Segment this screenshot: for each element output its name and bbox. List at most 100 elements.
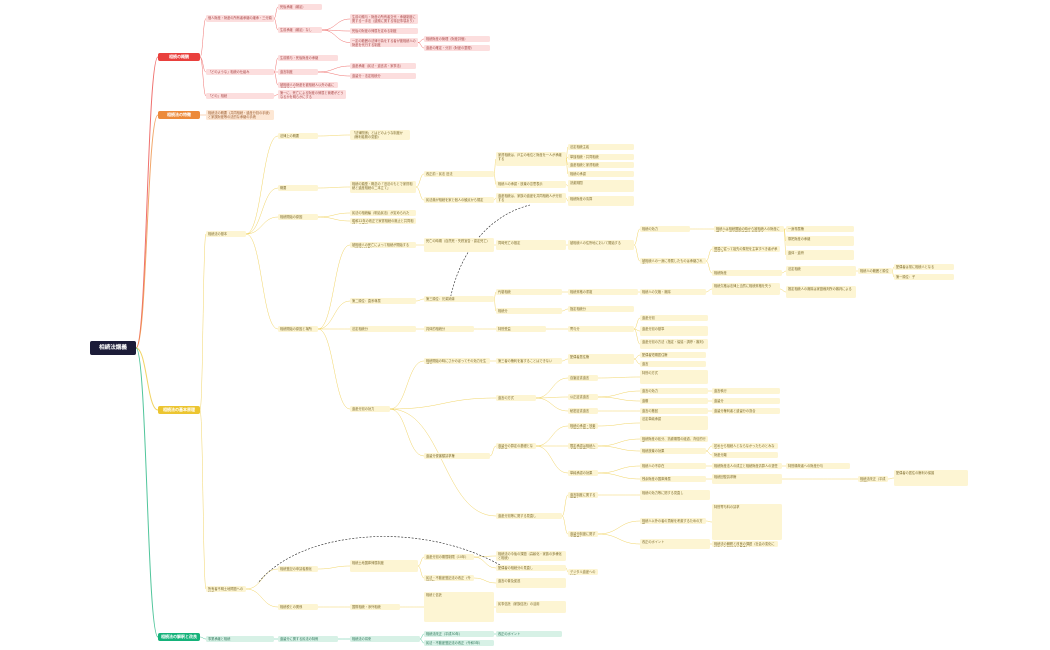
topic-node[interactable]: 相続開始の時にさかのぼってその効力を生ずる bbox=[424, 358, 490, 364]
topic-node[interactable]: 遺産分割の効力 bbox=[350, 406, 390, 412]
topic-node[interactable]: 初めから相続人とならなかったものとみなされる bbox=[712, 443, 778, 449]
topic-node[interactable]: 遺言制度に関する見直し bbox=[568, 492, 598, 498]
topic-node[interactable]: 遺留分侵害額請求権 bbox=[424, 453, 490, 459]
topic-node[interactable]: 第一に、死亡による財産の帰属と管理がどうなるかを明らかにする bbox=[278, 90, 346, 99]
topic-node[interactable]: 法定相続主義 bbox=[568, 144, 634, 150]
topic-node[interactable]: 昭和22年の改正で家督相続の廃止と共同相続への移行 bbox=[350, 218, 416, 224]
topic-node[interactable]: 相続の類型・概念の「旧法のもとで家督相続と遺産相続の二本立て」 bbox=[350, 181, 416, 193]
topic-node[interactable]: 相続財産の処分、熟慮期間の経過、背信的行為 bbox=[640, 436, 708, 442]
topic-node[interactable]: 相続登記の申請義務化 bbox=[278, 566, 318, 572]
topic-node[interactable]: 相続開始の原因 bbox=[278, 214, 318, 220]
topic-node[interactable]: 遺言制度 bbox=[278, 69, 318, 75]
topic-node[interactable]: 遺贈 bbox=[640, 398, 708, 404]
topic-node[interactable]: 遺留分・法定相続分 bbox=[350, 73, 416, 79]
topic-node[interactable]: 概要 bbox=[278, 185, 318, 191]
topic-node[interactable]: 公正証書遺言 bbox=[568, 394, 598, 400]
topic-node[interactable]: 自筆証書遺言 bbox=[568, 375, 598, 381]
topic-node[interactable]: 改正のポイント bbox=[496, 631, 562, 637]
topic-node[interactable]: 相続人の欠格・廃除 bbox=[640, 289, 706, 295]
topic-node[interactable]: 個人財産・財産の所有者承継の継承・三分類 bbox=[206, 15, 274, 22]
topic-node[interactable]: デジタル遺産への対応 bbox=[568, 569, 598, 575]
topic-node[interactable]: 配偶者は常に相続人となる bbox=[894, 264, 954, 270]
topic-node[interactable]: 第三者の権利を害することはできない bbox=[496, 358, 562, 364]
topic-node[interactable]: 家督相続は、戸主の地位と財産を一人が承継する bbox=[496, 152, 566, 166]
topic-node[interactable]: 祭祀財産の承継 bbox=[786, 236, 854, 246]
topic-node[interactable]: 遺留分制度に関する見直し bbox=[568, 531, 598, 537]
topic-node[interactable]: 相続開始の原因と場所 bbox=[278, 326, 318, 332]
topic-node[interactable]: 遺言の普及促進 bbox=[496, 578, 566, 588]
topic-node[interactable]: 相続人の承認・放棄の意思表示 bbox=[496, 181, 566, 188]
topic-node[interactable]: 法律上の概要 bbox=[278, 133, 318, 139]
topic-node[interactable]: 相続の承認 bbox=[568, 171, 634, 177]
topic-node[interactable]: 相続欠格は法律上当然に相続資格を失う bbox=[712, 283, 780, 295]
topic-node[interactable]: 第三順位：兄弟姉妹 bbox=[424, 296, 494, 302]
topic-node[interactable]: 遺産分割の方法（指定・協議・調停・審判） bbox=[640, 339, 708, 349]
topic-node[interactable]: 所有者不明土地問題への対応 bbox=[206, 586, 246, 592]
topic-node[interactable]: 被相続人の死亡によって相続が開始する（民法882条） bbox=[350, 242, 416, 248]
topic-node[interactable]: 指定相続分 bbox=[568, 306, 634, 312]
topic-node[interactable]: 被相続人の一身に専属したものは承継されない bbox=[640, 258, 706, 264]
topic-node[interactable]: 特別の方式 bbox=[640, 370, 708, 384]
topic-node[interactable]: 相続財産の清算 bbox=[568, 196, 634, 206]
topic-node[interactable]: 相続法の基本 bbox=[206, 231, 246, 237]
topic-node[interactable]: 相続税との関係 bbox=[278, 604, 318, 610]
topic-node[interactable]: 具体的相続分 bbox=[424, 326, 474, 332]
topic-node[interactable]: 秘密証書遺言 bbox=[568, 408, 598, 414]
topic-node[interactable]: 相続放棄の効果 bbox=[640, 448, 706, 454]
topic-node[interactable]: 相続の効力 bbox=[640, 226, 690, 232]
topic-node[interactable]: 生前の贈与・財産の所有者交代・承継制度に関する一手法（遺贈に関する特記事項あり） bbox=[350, 14, 418, 24]
topic-node[interactable]: 民法・不動産登記法の改正（令和3年） bbox=[424, 640, 494, 646]
topic-node[interactable]: 法定相続 bbox=[786, 266, 856, 276]
branch-node-b4[interactable]: 相続法の解釈と改良 bbox=[158, 633, 200, 641]
branch-node-b2[interactable]: 相続法の特徴 bbox=[158, 111, 200, 119]
topic-node[interactable]: 相続財産法人の成立と相続財産清算人の選任 bbox=[712, 463, 782, 469]
topic-node[interactable]: 第一順位：子 bbox=[894, 274, 954, 280]
topic-node[interactable]: 寄与分 bbox=[568, 326, 634, 332]
topic-node[interactable]: 遺体・遺骨 bbox=[786, 250, 854, 260]
topic-node[interactable]: 「法律関係」とはどのような制度か（権利義務の変動） bbox=[350, 130, 410, 140]
topic-node[interactable]: 民法典が相続を家と個人の観点から規定 bbox=[424, 197, 494, 203]
topic-node[interactable]: 遺産相続と家督相続 bbox=[568, 162, 634, 168]
topic-node[interactable]: 残余財産の国庫帰属 bbox=[640, 476, 706, 482]
topic-node[interactable]: 遺留分に関する民法の特例 bbox=[278, 636, 338, 642]
topic-node[interactable]: 相続法の今後の課題（高齢化・家族の多様化と相続） bbox=[496, 551, 566, 561]
topic-node[interactable]: 生前贈与・死後財産の承継 bbox=[278, 55, 338, 61]
topic-node[interactable]: 民法・不動産登記法の改正（令和3年） bbox=[424, 575, 474, 581]
topic-node[interactable]: 遺産分割等に関する見直し bbox=[496, 513, 562, 519]
topic-node[interactable]: 相続人の範囲と順位 bbox=[858, 268, 892, 274]
topic-node[interactable]: 被相続人の住所地において開始する bbox=[568, 240, 634, 250]
topic-node[interactable]: 相続人以外の者の貢献を考慮するための方策 bbox=[640, 518, 706, 524]
topic-node[interactable]: 相続財産 bbox=[712, 270, 782, 276]
topic-node[interactable]: 死後承継（補足） bbox=[278, 4, 322, 10]
branch-node-b3[interactable]: 相続法の基本原理 bbox=[158, 406, 200, 414]
topic-node[interactable]: 遺言の効力 bbox=[640, 388, 708, 394]
topic-node[interactable]: 遺産分割の基準 bbox=[640, 326, 708, 336]
topic-node[interactable]: 法定単純承認 bbox=[640, 416, 708, 430]
topic-node[interactable]: 単独相続・共同相続 bbox=[568, 154, 634, 160]
topic-node[interactable]: 遺留分 bbox=[712, 398, 780, 404]
topic-node[interactable]: 遺言の方式 bbox=[496, 395, 536, 401]
topic-node[interactable]: 相続と信託 bbox=[424, 592, 494, 622]
topic-node[interactable]: 遺留分の算定の基礎となる財産 bbox=[496, 443, 536, 449]
topic-node[interactable]: 相続法の将来 bbox=[350, 636, 420, 642]
topic-node[interactable]: 事業承継と相続 bbox=[206, 636, 274, 642]
topic-node[interactable]: 限定承認は相続人全員が共同して行う bbox=[568, 443, 598, 449]
topic-node[interactable]: 生前承継（補足）なし bbox=[278, 27, 322, 33]
topic-node[interactable]: 改正前・民法 旧法 bbox=[424, 171, 494, 177]
topic-node[interactable]: 遺言執行 bbox=[712, 388, 780, 394]
topic-node[interactable]: 民事信託（家族信託）の活用 bbox=[496, 601, 566, 613]
branch-node-b1[interactable]: 相続の概観 bbox=[158, 53, 200, 61]
topic-node[interactable]: 一身専属権 bbox=[786, 226, 854, 232]
topic-node[interactable]: 一定の範囲の法律行為をする者が被相続人の財産を代行する制度 bbox=[350, 38, 418, 47]
topic-node[interactable]: 配偶者の居住の権利の保護 bbox=[894, 470, 968, 486]
topic-node[interactable]: 民法の相続編（明治民法）が定められた bbox=[350, 210, 416, 216]
topic-node[interactable]: 相続分 bbox=[496, 308, 562, 314]
root-node[interactable]: 相続法講義 bbox=[90, 341, 136, 355]
topic-node[interactable]: 相続法改正（平成30年） bbox=[424, 631, 494, 637]
topic-node[interactable]: 死後の財産の帰属を定める制度 bbox=[350, 28, 418, 34]
topic-node[interactable]: 特別受益 bbox=[496, 326, 546, 332]
topic-node[interactable]: 相続資格の重複 bbox=[568, 289, 638, 295]
topic-node[interactable]: 相続法の解釈と改良の課題（社会の変化に対応した相続法の見直し） bbox=[712, 541, 778, 547]
topic-node[interactable]: 「どのような」相続の仕組み bbox=[206, 69, 274, 75]
topic-node[interactable]: 推定相続人の廃除は家庭裁判所の審判による bbox=[786, 286, 856, 298]
